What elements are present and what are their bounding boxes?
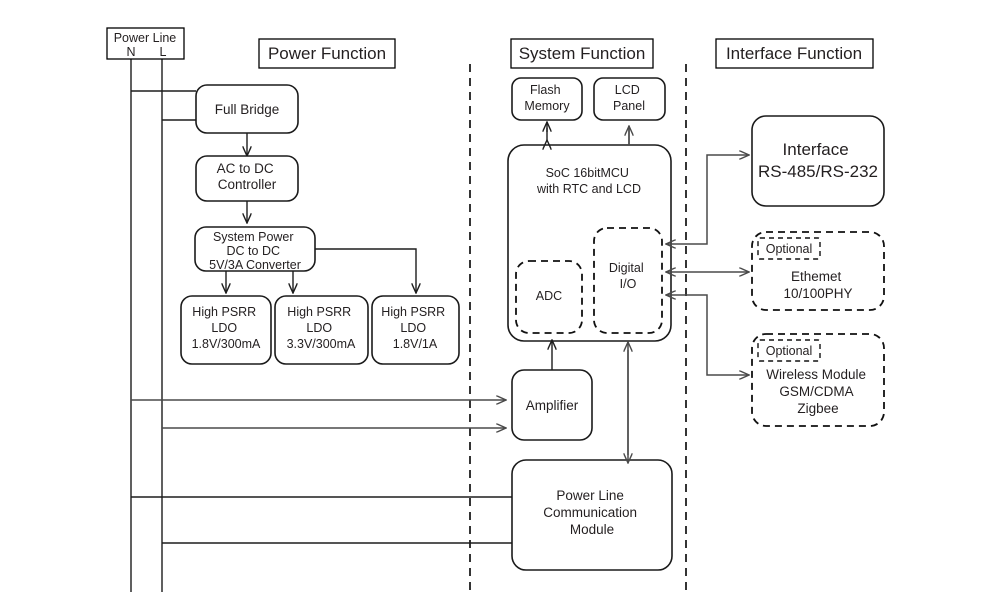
label-plc-module: Power Line Communication Module (543, 488, 641, 537)
label-lcd-panel: LCD Panel (613, 83, 645, 113)
label-system-function: System Function (519, 44, 646, 63)
label-live: L (160, 45, 167, 59)
label-interface-function: Interface Function (726, 44, 862, 63)
label-wireless-optional: Optional (766, 344, 813, 358)
wire-digitalio-to-rs485 (666, 155, 749, 244)
wire-syspower-to-ldo3 (315, 248, 416, 293)
label-power-function: Power Function (268, 44, 386, 63)
block-lcd-panel (593, 77, 666, 121)
label-ldo-1v8-1a: High PSRR LDO 1.8V/1A (381, 305, 448, 351)
titlebox-power-function (258, 38, 396, 69)
label-amplifier: Amplifier (526, 398, 579, 413)
label-adc: ADC (536, 289, 562, 303)
box-power-line (106, 27, 185, 60)
badge-wireless-optional (757, 339, 821, 362)
label-flash-memory: Flash Memory (524, 83, 570, 113)
block-wireless-module (751, 333, 885, 427)
label-soc-mcu: SoC 16bitMCU with RTC and LCD (536, 166, 641, 196)
label-wireless-module: Wireless Module GSM/CDMA Zigbee (766, 367, 870, 416)
block-adc (515, 260, 583, 334)
block-ldo-1v8-1a (371, 295, 460, 365)
label-ethernet-phy: Ethemet 10/100PHY (783, 269, 852, 301)
label-ethernet-optional: Optional (766, 242, 813, 256)
block-plc-module (511, 459, 673, 571)
wire-digitalio-to-wireless (666, 295, 749, 375)
block-ethernet-phy (751, 231, 885, 311)
label-power-line: Power Line (114, 31, 177, 45)
label-system-power-converter: System Power DC to DC 5V/3A Converter (209, 230, 301, 272)
titlebox-interface-function (715, 38, 874, 69)
block-flash-memory (511, 77, 583, 121)
block-digital-io (593, 227, 663, 334)
label-neutral: N (126, 45, 135, 59)
label-ac-to-dc-controller: AC to DC Controller (217, 161, 278, 192)
block-ldo-1v8-300ma (180, 295, 272, 365)
block-full-bridge (195, 84, 299, 134)
block-ldo-3v3-300ma (274, 295, 369, 365)
label-interface-rs485-rs232: Interface RS-485/RS-232 (758, 140, 878, 181)
block-system-power-converter (194, 226, 316, 272)
label-full-bridge: Full Bridge (215, 102, 280, 117)
block-interface-rs485-rs232 (751, 115, 885, 207)
badge-ethernet-optional (757, 237, 821, 260)
block-ac-to-dc-controller (195, 155, 299, 202)
label-ldo-3v3-300ma: High PSRR LDO 3.3V/300mA (287, 305, 356, 351)
label-ldo-1v8-300ma: High PSRR LDO 1.8V/300mA (192, 305, 261, 351)
label-digital-io: Digital I/O (609, 261, 647, 291)
titlebox-system-function (510, 38, 654, 69)
